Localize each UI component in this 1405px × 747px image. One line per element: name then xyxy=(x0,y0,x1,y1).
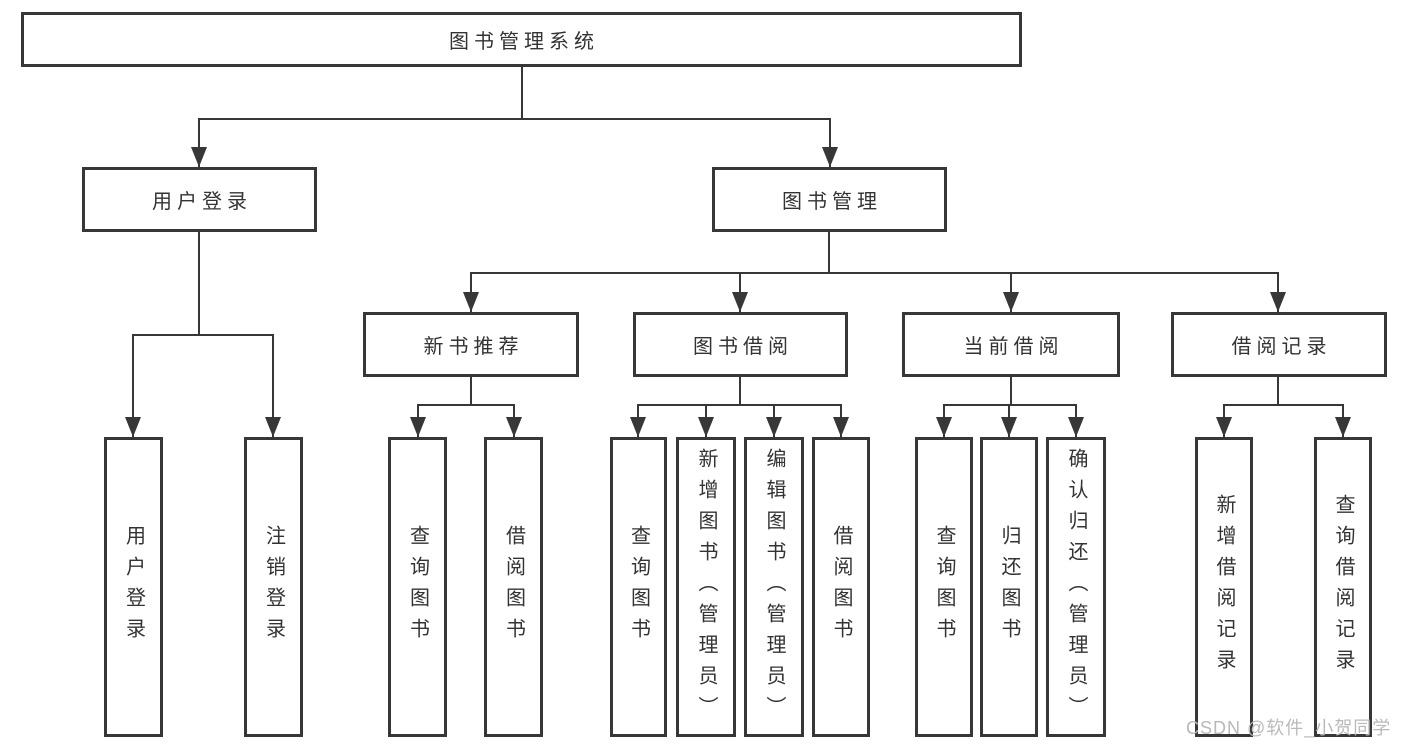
connector-user-login-stem xyxy=(198,118,200,167)
connector-group-hline xyxy=(1223,404,1344,406)
leaf-query-books-current: 查询图书 xyxy=(915,437,973,737)
arrow-down-icon xyxy=(698,417,714,437)
connector-book-mgmt-hline xyxy=(470,272,1279,274)
leaf-logout-login: 注销登录 xyxy=(244,437,303,737)
node-root: 图书管理系统 xyxy=(21,12,1022,67)
connector-group-hline xyxy=(943,404,1077,406)
leaf-user-login: 用户登录 xyxy=(104,437,163,737)
connector-group-vline xyxy=(739,377,741,406)
leaf-label: 新增借阅记录 xyxy=(1213,494,1235,680)
leaf-query-borrow-record: 查询借阅记录 xyxy=(1314,437,1372,737)
connector-root-vline xyxy=(521,67,523,120)
leaf-label: 查询借阅记录 xyxy=(1332,494,1354,680)
node-user-login: 用户登录 xyxy=(82,167,317,232)
arrow-down-icon xyxy=(1270,292,1286,312)
node-label: 图书借阅 xyxy=(693,336,793,358)
leaf-label: 查询图书 xyxy=(627,525,650,649)
node-label: 新书推荐 xyxy=(423,336,524,358)
node-book-management: 图书管理 xyxy=(712,167,947,232)
node-label: 借阅记录 xyxy=(1231,336,1332,358)
arrow-down-icon xyxy=(822,147,838,167)
arrow-down-icon xyxy=(265,417,281,437)
node-book-borrowing: 图书借阅 xyxy=(633,312,848,377)
arrow-down-icon xyxy=(410,417,426,437)
arrow-down-icon xyxy=(766,417,782,437)
arrow-down-icon xyxy=(833,417,849,437)
arrow-down-icon xyxy=(1001,417,1017,437)
leaf-query-books-borrowing: 查询图书 xyxy=(610,437,667,737)
leaf-label: 确认归还（管理员） xyxy=(1065,447,1087,727)
node-current-borrowing: 当前借阅 xyxy=(902,312,1120,377)
arrow-down-icon xyxy=(191,147,207,167)
arrow-down-icon xyxy=(463,292,479,312)
node-label: 用户登录 xyxy=(152,191,252,213)
connector-user-subtree-hline xyxy=(132,334,274,336)
leaf-label: 查询图书 xyxy=(933,525,955,649)
node-label: 当前借阅 xyxy=(963,336,1064,358)
connector-group-vline xyxy=(1010,377,1012,406)
arrow-down-icon xyxy=(732,292,748,312)
leaf-add-borrow-record: 新增借阅记录 xyxy=(1195,437,1253,737)
leaf-label: 借阅图书 xyxy=(830,525,852,649)
node-label: 图书管理 xyxy=(782,191,882,213)
connector-group-hline xyxy=(637,404,842,406)
connector-root-hline xyxy=(198,118,831,120)
arrow-down-icon xyxy=(1003,292,1019,312)
leaf-label: 查询图书 xyxy=(406,525,429,649)
arrow-down-icon xyxy=(506,417,522,437)
connector-leaf-stem xyxy=(272,334,274,437)
node-new-book-recommend: 新书推荐 xyxy=(363,312,579,377)
watermark: CSDN @软件_小贺同学 xyxy=(1186,714,1391,740)
leaf-label: 编辑图书（管理员） xyxy=(763,447,785,727)
connector-book-mgmt-stem xyxy=(829,118,831,167)
leaf-label: 用户登录 xyxy=(122,525,145,649)
connector-group-vline xyxy=(1277,377,1279,406)
connector-group-vline xyxy=(470,377,472,406)
leaf-label: 借阅图书 xyxy=(502,525,525,649)
arrow-down-icon xyxy=(1335,417,1351,437)
leaf-edit-book-admin: 编辑图书（管理员） xyxy=(744,437,804,737)
leaf-borrow-books-borrowing: 借阅图书 xyxy=(812,437,870,737)
leaf-label: 归还图书 xyxy=(998,525,1020,649)
leaf-confirm-return-admin: 确认归还（管理员） xyxy=(1046,437,1106,737)
leaf-borrow-books-recommend: 借阅图书 xyxy=(484,437,543,737)
watermark-text: CSDN @软件_小贺同学 xyxy=(1186,718,1392,738)
arrow-down-icon xyxy=(630,417,646,437)
leaf-add-book-admin: 新增图书（管理员） xyxy=(676,437,736,737)
leaf-label: 新增图书（管理员） xyxy=(695,447,717,727)
arrow-down-icon xyxy=(125,417,141,437)
node-root-label: 图书管理系统 xyxy=(449,31,599,53)
connector-user-subtree-vline xyxy=(198,232,200,336)
arrow-down-icon xyxy=(936,417,952,437)
leaf-label: 注销登录 xyxy=(262,525,285,649)
connector-group-hline xyxy=(417,404,515,406)
leaf-return-books: 归还图书 xyxy=(980,437,1038,737)
node-borrow-records: 借阅记录 xyxy=(1171,312,1387,377)
arrow-down-icon xyxy=(1216,417,1232,437)
connector-book-mgmt-vline xyxy=(828,232,830,274)
arrow-down-icon xyxy=(1068,417,1084,437)
connector-leaf-stem xyxy=(132,334,134,437)
leaf-query-books-recommend: 查询图书 xyxy=(388,437,447,737)
